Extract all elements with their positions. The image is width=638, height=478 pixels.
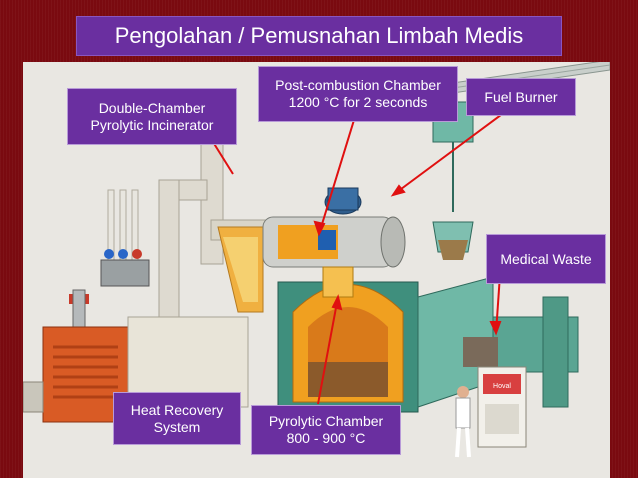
pyrolytic-chamber [277, 266, 419, 413]
label-line: 1200 °C for 2 seconds [288, 94, 428, 110]
control-panel-brand: Hoval [493, 383, 511, 390]
label-line: Pyrolytic Incinerator [90, 116, 214, 133]
slide-title: Pengolahan / Pemusnahan Limbah Medis [76, 16, 562, 56]
label-line: Fuel Burner [484, 88, 558, 105]
incinerator-illustration: Hoval Double-Chamber Pyrolytic Incinerat… [23, 62, 610, 478]
post-combustion-chamber [262, 187, 406, 268]
arrow-fuel-burner [392, 105, 514, 196]
valves [69, 249, 150, 331]
label-line: Post-combustion Chamber [275, 77, 441, 93]
operator-figure [455, 386, 471, 458]
label-line: Double-Chamber [98, 99, 206, 116]
control-panel: Hoval [477, 366, 527, 448]
arrow-incinerator [212, 141, 234, 175]
label-line: System [153, 418, 201, 435]
label-line: Pyrolytic Chamber [268, 413, 384, 429]
crane-grab [432, 101, 474, 260]
incinerator-drawing: Hoval [23, 62, 610, 458]
pointer-arrows [212, 105, 514, 405]
label-line: Heat Recovery [130, 401, 224, 418]
arrow-pyrolytic [317, 296, 339, 405]
label-pyrolytic-chamber: Pyrolytic Chamber 800 - 900 °C [251, 405, 401, 455]
arrow-post-combustion [318, 106, 359, 235]
label-line: Medical Waste [500, 250, 592, 267]
label-heat-recovery-system: Heat Recovery System [113, 392, 241, 445]
label-fuel-burner: Fuel Burner [466, 78, 576, 116]
label-post-combustion-chamber: Post-combustion Chamber 1200 °C for 2 se… [258, 66, 458, 122]
label-medical-waste: Medical Waste [486, 234, 606, 284]
waste-feeder [417, 276, 579, 408]
label-double-chamber-incinerator: Double-Chamber Pyrolytic Incinerator [67, 88, 237, 145]
label-line: 800 - 900 °C [286, 430, 366, 446]
hot-gas-duct [217, 226, 264, 313]
